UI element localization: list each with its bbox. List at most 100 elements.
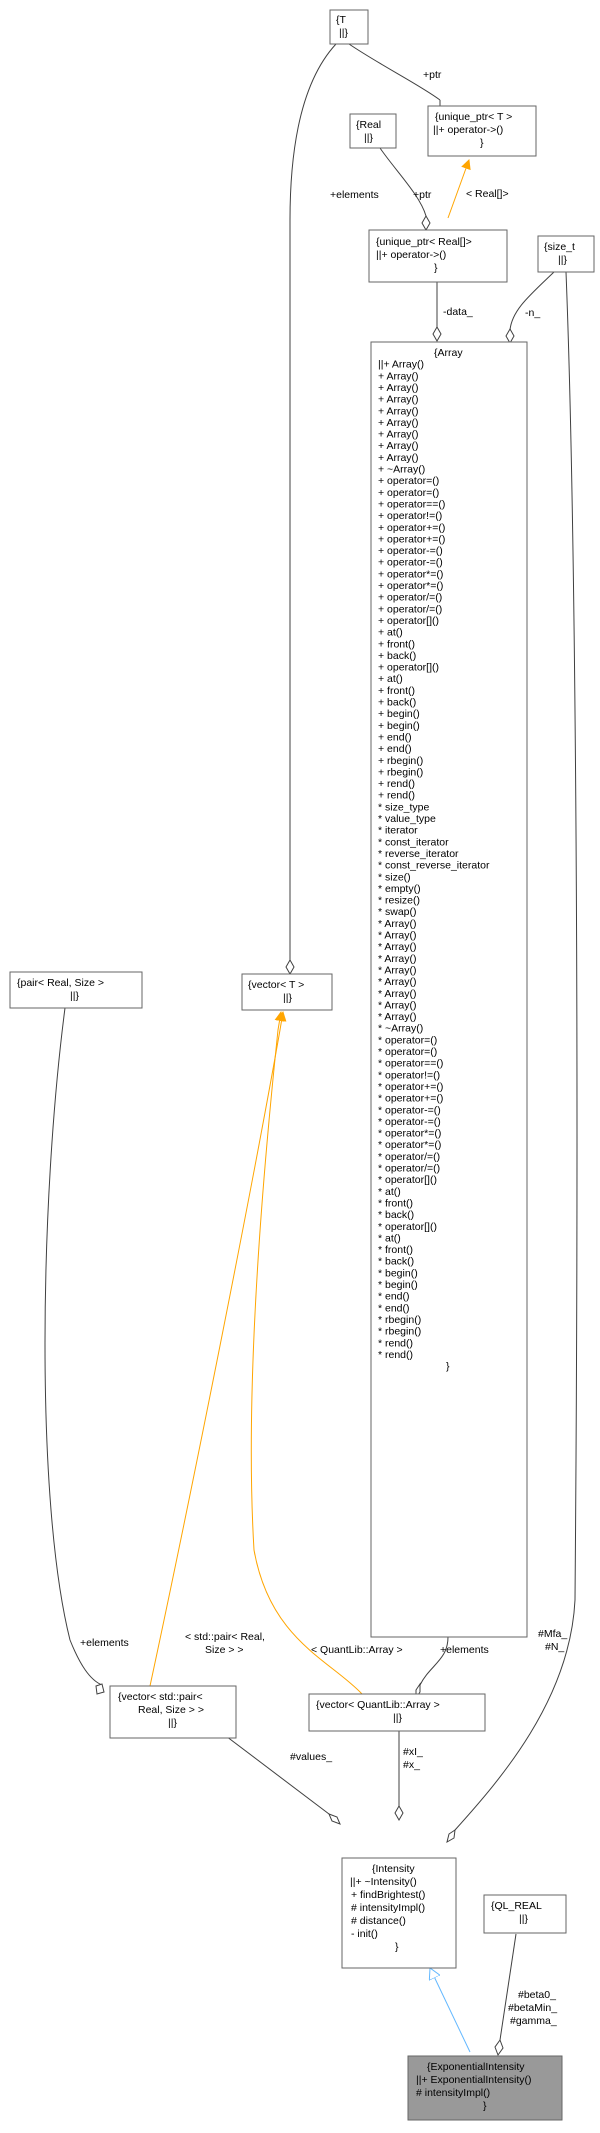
aggregation-diamond bbox=[494, 2038, 504, 2057]
class-line: * empty() bbox=[378, 883, 421, 895]
aggregation-diamond bbox=[421, 214, 431, 232]
class-line: * end() bbox=[378, 1291, 410, 1303]
edge-label-data: -data_ bbox=[443, 306, 473, 318]
class-line: * Array() bbox=[378, 976, 417, 988]
class-line: + front() bbox=[378, 638, 415, 650]
aggregation-diamond bbox=[505, 327, 515, 345]
class-line: + back() bbox=[378, 697, 416, 709]
class-line: * operator/=() bbox=[378, 1163, 440, 1175]
class-line: {pair< Real, Size > bbox=[17, 977, 104, 989]
class-line: * reverse_iterator bbox=[378, 848, 459, 860]
class-vector-array[interactable]: {vector< QuantLib::Array > ||} bbox=[308, 1693, 486, 1732]
aggregation-diamond bbox=[285, 958, 295, 976]
class-text: {vector< std::pair< Real, Size > > ||} bbox=[118, 1687, 208, 1729]
class-line: # intensityImpl() bbox=[351, 1902, 425, 1914]
class-size-t[interactable]: {size_t ||} bbox=[537, 235, 595, 273]
edge-label-line: #beta0_ bbox=[518, 1989, 556, 2001]
edge-label-line: +ptr bbox=[423, 69, 442, 81]
edge-label-mfa: #Mfa_ #N_ bbox=[538, 1624, 572, 1653]
class-array[interactable]: {Array||+ Array()+ Array()+ Array()+ Arr… bbox=[370, 341, 528, 1638]
edge-label-pair-tmpl: < std::pair< Real, Size > > bbox=[185, 1627, 269, 1656]
class-line: {vector< T > bbox=[248, 979, 304, 991]
class-box bbox=[483, 1894, 567, 1934]
class-line: + Array() bbox=[378, 429, 419, 441]
class-line: ||+ operator->() bbox=[376, 249, 446, 261]
class-line: + rend() bbox=[378, 778, 415, 790]
class-line: + at() bbox=[378, 673, 403, 685]
class-exponential-intensity[interactable]: {ExponentialIntensity ||+ ExponentialInt… bbox=[407, 2055, 563, 2121]
aggregation-diamond bbox=[95, 1683, 105, 1695]
class-line: ||} bbox=[393, 1712, 402, 1724]
edge-elements-array bbox=[419, 1636, 449, 1686]
edge-label-elements-pair: +elements bbox=[80, 1637, 129, 1649]
class-line: * Array() bbox=[378, 918, 417, 930]
edge-label-line: < QuantLib::Array > bbox=[311, 1644, 403, 1656]
class-line: + operator=() bbox=[378, 475, 439, 487]
class-vector-t[interactable]: {vector< T > ||} bbox=[241, 973, 333, 1011]
class-line: + rbegin() bbox=[378, 766, 423, 778]
class-line: * back() bbox=[378, 1256, 414, 1268]
class-line: * rend() bbox=[378, 1337, 413, 1349]
class-line: {ExponentialIntensity bbox=[427, 2061, 525, 2073]
class-vector-pair[interactable]: {vector< std::pair< Real, Size > > ||} bbox=[109, 1685, 237, 1739]
edge-n bbox=[509, 271, 555, 331]
class-line: * Array() bbox=[378, 941, 417, 953]
class-line: {unique_ptr< Real[]> bbox=[376, 236, 472, 248]
edge-label-line: #x_ bbox=[403, 1759, 420, 1771]
class-box bbox=[341, 1857, 457, 1969]
edge-label-values: #values_ bbox=[290, 1751, 332, 1763]
edge-label-real-arr: < Real[]> bbox=[466, 188, 509, 200]
class-intensity[interactable]: {Intensity ||+ ~Intensity() + findBright… bbox=[341, 1857, 457, 1969]
class-line: + rend() bbox=[378, 790, 415, 802]
class-ql-real[interactable]: {QL_REAL ||} bbox=[483, 1894, 567, 1934]
class-line: + begin() bbox=[378, 720, 420, 732]
edge-label-line: -data_ bbox=[443, 306, 473, 318]
class-real[interactable]: {Real ||} bbox=[349, 113, 397, 149]
class-line: + Array() bbox=[378, 405, 419, 417]
edge-mfa bbox=[454, 271, 578, 1831]
class-line: * operator[]() bbox=[378, 1221, 437, 1233]
class-box bbox=[9, 971, 143, 1009]
class-box bbox=[329, 9, 369, 45]
class-line: + operator-=() bbox=[378, 557, 443, 569]
class-line: {vector< std::pair< bbox=[118, 1691, 203, 1703]
aggregation-diamond bbox=[394, 1804, 404, 1822]
class-line: * Array() bbox=[378, 953, 417, 965]
edge-ptr-t bbox=[348, 43, 441, 101]
class-line: } bbox=[434, 262, 438, 274]
class-line: ||} bbox=[364, 132, 373, 144]
class-line: + Array() bbox=[378, 370, 419, 382]
class-line: + Array() bbox=[378, 394, 419, 406]
class-line: {T bbox=[336, 14, 347, 26]
edge-label-line: +elements bbox=[330, 189, 379, 201]
edge-values bbox=[209, 1723, 330, 1815]
edge-label-line: +elements bbox=[440, 1644, 489, 1656]
edge-label-line: < Real[]> bbox=[466, 188, 509, 200]
class-line: * at() bbox=[378, 1186, 401, 1198]
class-line: + operator/=() bbox=[378, 603, 442, 615]
class-line: + front() bbox=[378, 685, 415, 697]
class-line: * Array() bbox=[378, 965, 417, 977]
class-line: * rend() bbox=[378, 1349, 413, 1361]
class-text: {pair< Real, Size > ||} bbox=[17, 973, 108, 1002]
edge-label-ptr-t: +ptr bbox=[423, 69, 442, 81]
class-line: * resize() bbox=[378, 895, 420, 907]
class-line: + operator!=() bbox=[378, 510, 442, 522]
class-text: {T ||} bbox=[336, 10, 350, 39]
class-line: {QL_REAL bbox=[491, 1900, 542, 1912]
class-line: * operator==() bbox=[378, 1058, 443, 1070]
class-text: {unique_ptr< T > ||+ operator->() } bbox=[433, 107, 517, 149]
edge-ptr-real bbox=[379, 147, 427, 217]
class-unique-ptr-real[interactable]: {unique_ptr< Real[]> ||+ operator->() } bbox=[368, 229, 508, 283]
edge-label-line: #betaMin_ bbox=[508, 2002, 557, 2014]
edge-template-array bbox=[250, 1011, 363, 1695]
class-line: } bbox=[480, 137, 484, 149]
class-unique-ptr-t[interactable]: {unique_ptr< T > ||+ operator->() } bbox=[427, 105, 537, 157]
class-line: + Array() bbox=[378, 440, 419, 452]
class-pair[interactable]: {pair< Real, Size > ||} bbox=[9, 971, 143, 1009]
class-line: + operator-=() bbox=[378, 545, 443, 557]
class-t[interactable]: {T ||} bbox=[329, 9, 369, 45]
edge-label-line: < std::pair< Real, bbox=[185, 1631, 265, 1643]
edge-label-elements-array: +elements bbox=[440, 1644, 489, 1656]
edge-label-line: Size > > bbox=[205, 1644, 244, 1656]
